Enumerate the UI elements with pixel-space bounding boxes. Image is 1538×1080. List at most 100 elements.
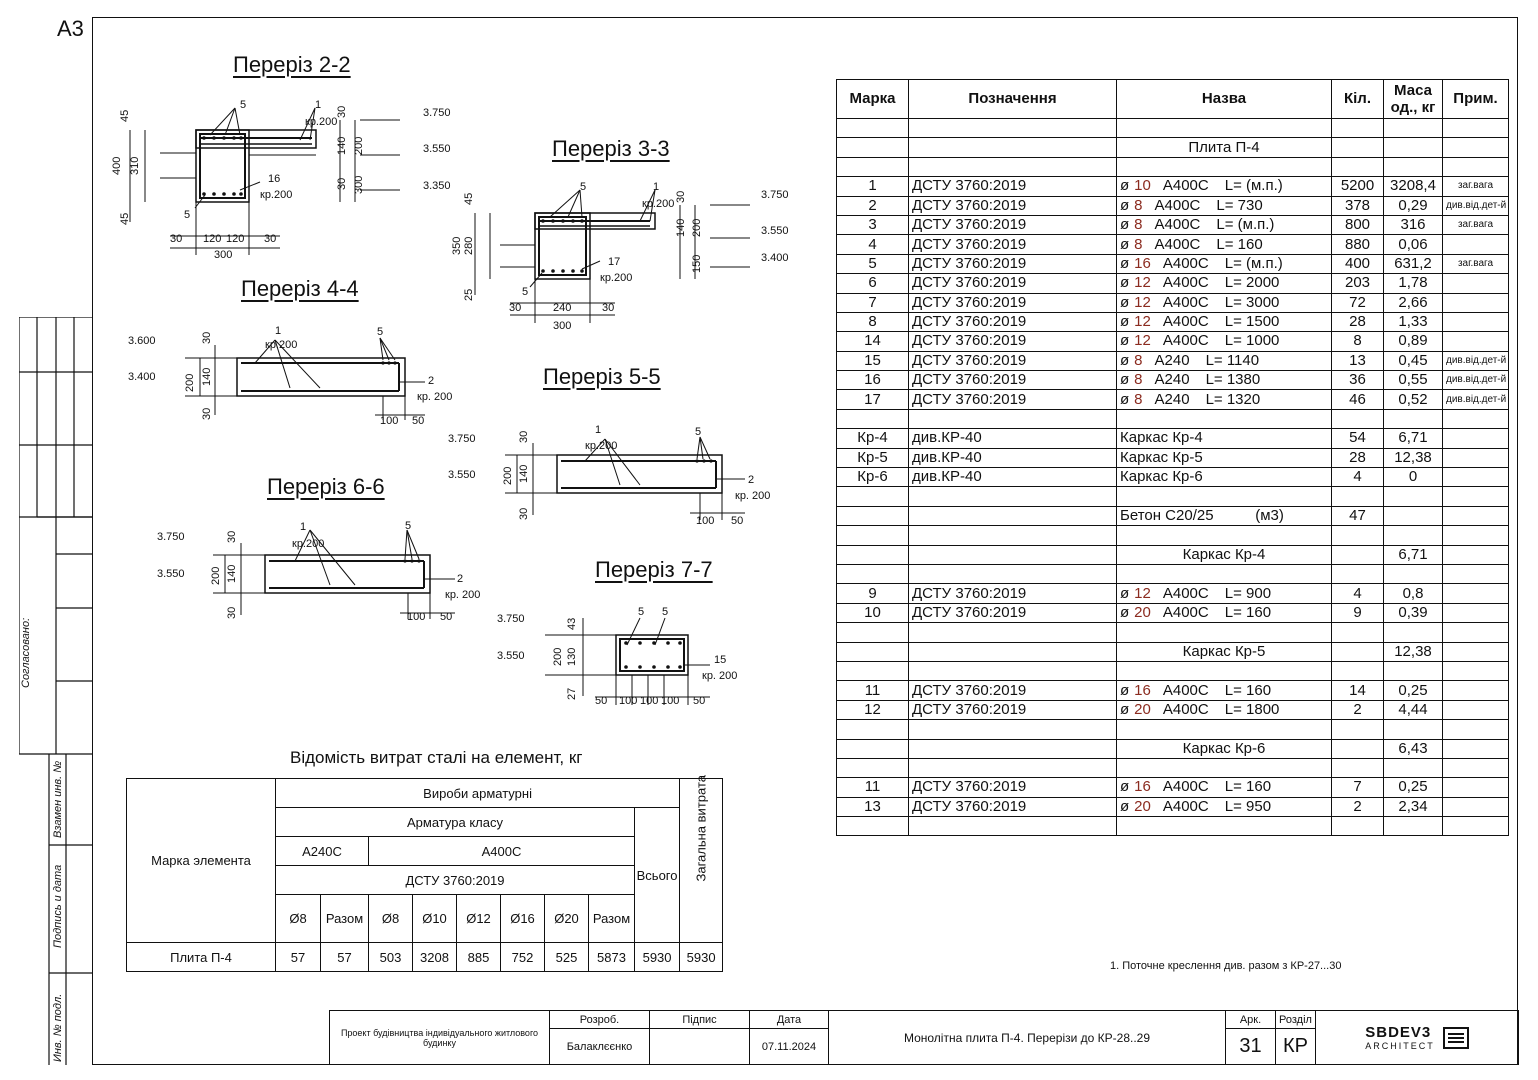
spec-empty-cell xyxy=(1442,622,1509,643)
steel-class: А400С xyxy=(1162,293,1209,311)
spec-empty-cell xyxy=(1442,486,1509,507)
s44-d100: 100 xyxy=(380,415,398,427)
spec-mass: 0,89 xyxy=(1383,331,1443,352)
spec-note: заг.вага xyxy=(1442,253,1509,275)
spec-mark: Кр-6 xyxy=(836,467,909,488)
spec-designation: ДСТУ 3760:2019 xyxy=(908,583,1117,604)
tb-project: Проект будівництва індивідуального житло… xyxy=(329,1010,550,1065)
s55-d140: 140 xyxy=(518,465,530,483)
spec-qty: 400 xyxy=(1331,253,1384,275)
diameter-value: 8 xyxy=(1134,371,1143,389)
steel-header-products: Вироби арматурні xyxy=(274,778,681,808)
spec-mark: 14 xyxy=(836,331,909,352)
s77-d130: 130 xyxy=(566,648,578,666)
steel-class: А400С xyxy=(1162,603,1209,621)
spec-subsection-title: Каркас Кр-4 xyxy=(1116,544,1332,565)
s66-el2: 3.550 xyxy=(157,568,185,580)
s66-l2: 2 xyxy=(457,573,463,585)
steel-val-7: 5873 xyxy=(588,942,635,972)
bar-length: L= 730 xyxy=(1216,196,1263,214)
spec-qty: 203 xyxy=(1331,273,1384,294)
spec-row xyxy=(836,660,1509,682)
section-5-5-drawing: 3.750 3.550 1 кр.200 5 30 200 140 30 2 к… xyxy=(448,424,770,527)
spec-empty-cell xyxy=(1331,622,1384,643)
spec-mark: 6 xyxy=(836,273,909,294)
diameter-symbol: ø xyxy=(1120,371,1130,389)
s33-el1: 3.750 xyxy=(761,189,789,201)
steel-header-a400: А400С xyxy=(368,836,635,866)
bar-length: L= 1380 xyxy=(1205,371,1261,389)
s77-d50a: 50 xyxy=(595,695,607,707)
spec-empty-cell xyxy=(908,738,1117,759)
steel-header-dstu: ДСТУ 3760:2019 xyxy=(275,865,635,895)
spec-mass: 12,38 xyxy=(1383,447,1443,469)
steel-class: А400С xyxy=(1154,196,1201,214)
steel-header-total: Всього xyxy=(633,807,681,943)
spec-designation: ДСТУ 3760:2019 xyxy=(908,253,1117,275)
spec-note xyxy=(1442,505,1509,527)
bar-length: L= 3000 xyxy=(1224,293,1280,311)
s77-d100b: 100 xyxy=(640,695,658,707)
s22-el3: 3.350 xyxy=(423,180,451,192)
s77-d200: 200 xyxy=(552,648,564,666)
spec-empty-cell xyxy=(1442,156,1509,178)
spec-row xyxy=(836,719,1509,740)
s77-l5a: 5 xyxy=(638,606,644,618)
bar-length: L= 1800 xyxy=(1224,700,1280,718)
spec-mass: 0,39 xyxy=(1383,602,1443,624)
spec-row: Бетон С20/25 (м3)47 xyxy=(836,505,1509,527)
spec-mass: 1,33 xyxy=(1383,311,1443,333)
diameter-symbol: ø xyxy=(1120,584,1130,602)
spec-empty-cell xyxy=(1442,137,1509,158)
s55-d30a: 30 xyxy=(518,431,530,443)
s55-el1: 3.750 xyxy=(448,433,476,445)
s22-d120a: 120 xyxy=(203,233,221,245)
s44-d200: 200 xyxy=(184,374,196,392)
drawing-note: 1. Поточне креслення див. разом з КР-27.… xyxy=(1110,960,1342,972)
steel-header-class: Арматура класу xyxy=(275,807,635,837)
bar-length: L= 900 xyxy=(1224,584,1272,602)
spec-empty-cell xyxy=(1442,719,1509,740)
s22-d300v: 300 xyxy=(353,176,365,194)
spec-name: Бетон С20/25 (м3) xyxy=(1116,505,1332,527)
bar-length: L= 950 xyxy=(1224,797,1272,815)
spec-empty-cell xyxy=(908,641,1117,662)
steel-val-2: 503 xyxy=(368,942,413,972)
spec-header-mark: Марка xyxy=(836,79,909,119)
steel-table-title: Відомість витрат сталі на елемент, кг xyxy=(290,748,583,767)
spec-qty: 72 xyxy=(1331,292,1384,313)
spec-empty-cell xyxy=(1116,622,1332,643)
spec-qty: 9 xyxy=(1331,602,1384,624)
spec-mark: Кр-4 xyxy=(836,428,909,449)
steel-class: А400С xyxy=(1162,254,1209,272)
spec-mass: 2,34 xyxy=(1383,796,1443,818)
spec-qty: 28 xyxy=(1331,447,1384,469)
s33-label-1: 1 xyxy=(653,181,659,193)
spec-mass: 0,52 xyxy=(1383,389,1443,410)
s33-d200: 200 xyxy=(691,219,703,237)
spec-qty: 28 xyxy=(1331,311,1384,333)
spec-mass: 2,66 xyxy=(1383,292,1443,313)
steel-sub-6: Ø20 xyxy=(544,894,589,943)
spec-empty-cell xyxy=(1442,757,1509,779)
spec-qty: 880 xyxy=(1331,234,1384,255)
s22-kr16: кр.200 xyxy=(260,189,292,201)
s66-d140: 140 xyxy=(226,565,238,583)
spec-row: Плита П-4 xyxy=(836,137,1509,158)
spec-note: див.від.дет-й xyxy=(1442,370,1509,391)
spec-empty-cell xyxy=(908,622,1117,643)
spec-note xyxy=(1442,602,1509,624)
spec-empty-cell xyxy=(1383,156,1443,178)
spec-qty: 7 xyxy=(1331,777,1384,798)
spec-note: див.від.дет-й xyxy=(1442,350,1509,372)
diameter-value: 12 xyxy=(1134,584,1151,602)
